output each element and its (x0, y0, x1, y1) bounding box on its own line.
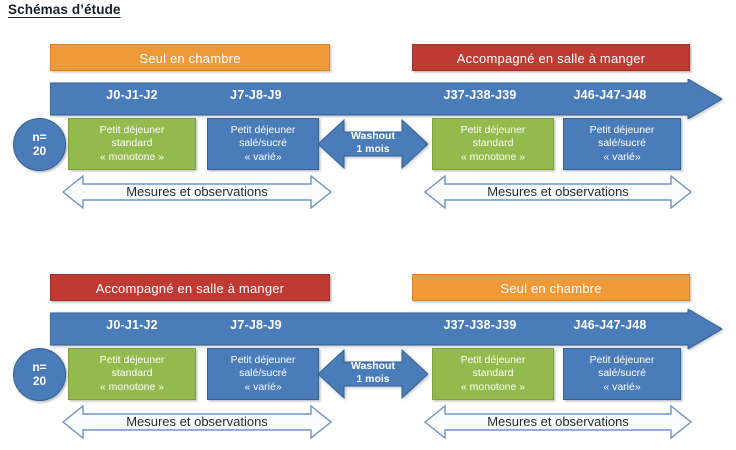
measures-arrow-period2: Mesures et observations (424, 173, 692, 211)
intervention-line-2: standard (111, 367, 153, 380)
intervention-line-2: standard (472, 137, 514, 150)
intervention-line-3: « monotone » (460, 150, 526, 163)
timepoint-label-2: J7-J8-J9 (230, 88, 282, 102)
intervention-line-3: « varié» (244, 380, 282, 393)
washout-arrow: Washout 1 mois (318, 116, 428, 172)
study-arm-diagram-2: Accompagné en salle à manger Seul en cha… (0, 260, 736, 450)
sample-size-value: 20 (32, 373, 47, 388)
timeline-arrow (50, 309, 722, 349)
timepoint-label-1: J0-J1-J2 (106, 318, 158, 332)
intervention-box-varied-period1: Petit déjeuner salé/sucré « varié» (207, 118, 319, 170)
page-title: Schémas d’étude (8, 2, 121, 17)
intervention-line-2: salé/sucré (239, 137, 287, 150)
setting-banner-period2: Accompagné en salle à manger (412, 44, 690, 71)
setting-banner-period1: Seul en chambre (50, 44, 330, 71)
timepoint-label-3: J37-J38-J39 (443, 318, 517, 332)
intervention-line-1: Petit déjeuner (589, 123, 655, 136)
intervention-line-1: Petit déjeuner (460, 123, 526, 136)
intervention-line-2: standard (111, 137, 153, 150)
measures-arrow-period2: Mesures et observations (424, 403, 692, 441)
study-design-figure: Schémas d’étude Seul en chambre Accompag… (0, 2, 736, 440)
sample-size-label: n= (32, 360, 47, 375)
intervention-box-standard-period1: Petit déjeuner standard « monotone » (68, 118, 196, 170)
intervention-box-varied-period2: Petit déjeuner salé/sucré « varié» (563, 118, 681, 170)
intervention-line-1: Petit déjeuner (460, 353, 526, 366)
intervention-line-2: salé/sucré (598, 137, 646, 150)
timeline-arrow (50, 79, 722, 119)
intervention-line-3: « varié» (244, 150, 282, 163)
timepoint-label-1: J0-J1-J2 (106, 88, 158, 102)
measures-arrow-period1: Mesures et observations (62, 173, 332, 211)
intervention-line-2: salé/sucré (598, 367, 646, 380)
intervention-box-varied-period2: Petit déjeuner salé/sucré « varié» (563, 348, 681, 400)
sample-size-badge: n= 20 (13, 348, 66, 401)
intervention-box-standard-period2: Petit déjeuner standard « monotone » (432, 348, 554, 400)
intervention-line-3: « varié» (603, 380, 641, 393)
intervention-line-3: « monotone » (460, 380, 526, 393)
timepoint-label-2: J7-J8-J9 (230, 318, 282, 332)
intervention-line-1: Petit déjeuner (230, 123, 296, 136)
intervention-line-3: « varié» (603, 150, 641, 163)
measures-arrow-period1: Mesures et observations (62, 403, 332, 441)
study-arm-diagram-1: Seul en chambre Accompagné en salle à ma… (0, 30, 736, 220)
intervention-line-1: Petit déjeuner (99, 353, 165, 366)
sample-size-badge: n= 20 (13, 118, 66, 171)
intervention-line-1: Petit déjeuner (99, 123, 165, 136)
intervention-line-1: Petit déjeuner (589, 353, 655, 366)
intervention-box-standard-period1: Petit déjeuner standard « monotone » (68, 348, 196, 400)
setting-banner-period2: Seul en chambre (412, 274, 690, 301)
intervention-line-2: standard (472, 367, 514, 380)
sample-size-label: n= (32, 130, 47, 145)
setting-banner-period1: Accompagné en salle à manger (50, 274, 330, 301)
intervention-line-3: « monotone » (99, 150, 165, 163)
intervention-line-3: « monotone » (99, 380, 165, 393)
intervention-line-2: salé/sucré (239, 367, 287, 380)
intervention-box-standard-period2: Petit déjeuner standard « monotone » (432, 118, 554, 170)
timepoint-label-4: J46-J47-J48 (573, 318, 647, 332)
washout-arrow: Washout 1 mois (318, 346, 428, 402)
intervention-line-1: Petit déjeuner (230, 353, 296, 366)
sample-size-value: 20 (32, 143, 47, 158)
intervention-box-varied-period1: Petit déjeuner salé/sucré « varié» (207, 348, 319, 400)
timepoint-label-4: J46-J47-J48 (573, 88, 647, 102)
timepoint-label-3: J37-J38-J39 (443, 88, 517, 102)
